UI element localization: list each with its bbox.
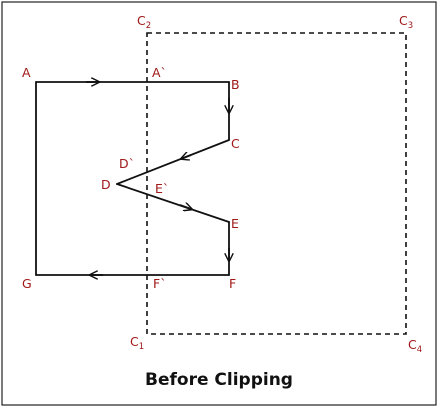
vertex-label-e: E <box>231 216 239 231</box>
corner-label-c2: C2 <box>137 13 151 31</box>
edge-c-d <box>116 139 230 185</box>
intersection-label-a-prime: A` <box>152 65 167 80</box>
vertex-label-a: A <box>22 65 31 80</box>
vertex-label-b: B <box>231 77 240 92</box>
intersection-label-d-prime: D` <box>119 156 135 171</box>
edge-d-e <box>116 183 230 223</box>
intersection-label-e-prime: E` <box>155 181 169 196</box>
corner-label-c3: C3 <box>399 13 413 31</box>
vertex-label-f: F <box>229 276 236 291</box>
diagram-caption: Before Clipping <box>145 370 293 390</box>
clip-window <box>146 32 407 335</box>
corner-label-c1: C1 <box>130 334 144 352</box>
corner-label-c4: C4 <box>408 337 422 355</box>
polygon <box>35 81 230 276</box>
arrow-d-e <box>179 205 191 209</box>
direction-arrows <box>86 82 229 275</box>
intersection-label-f-prime: F` <box>153 276 166 291</box>
vertex-label-g: G <box>22 276 32 291</box>
vertex-label-d: D <box>101 177 111 192</box>
arrow-c-d <box>182 155 192 159</box>
vertex-label-c: C <box>231 136 240 151</box>
